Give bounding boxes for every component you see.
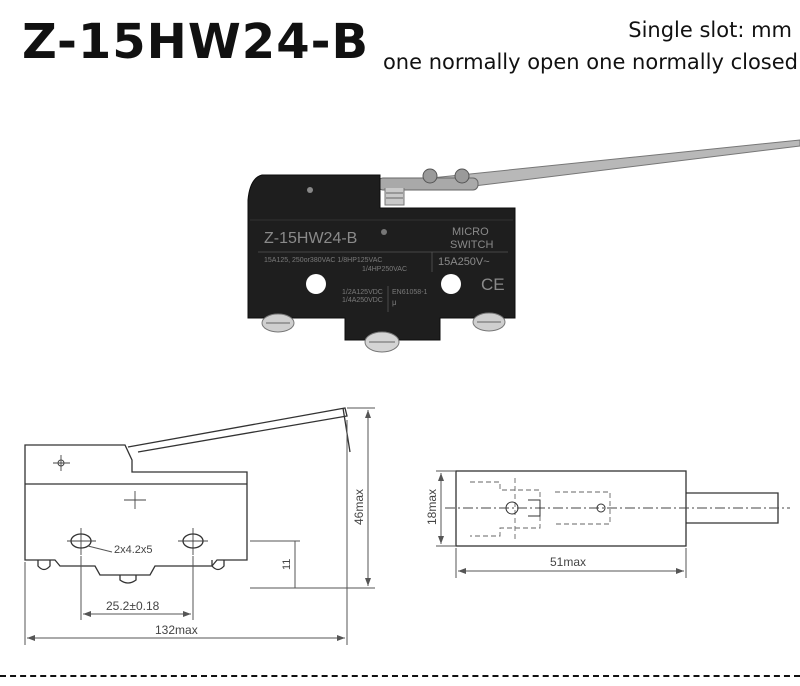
terminal-screws bbox=[261, 312, 506, 353]
length-dimension-label: 132max bbox=[155, 623, 198, 637]
height-dimension-label: 46max bbox=[352, 489, 366, 525]
top-length-dimension-label: 51max bbox=[550, 555, 586, 569]
body-rating-ac: 15A125, 250or380VAC 1/8HP125VAC bbox=[264, 257, 382, 264]
spacing-dimension-label: 25.2±0.18 bbox=[106, 599, 160, 613]
body-model-label: Z-15HW24-B bbox=[264, 230, 357, 247]
body-rating-dc-2: 1/4A250VDC bbox=[342, 297, 383, 304]
switch-body bbox=[247, 174, 516, 341]
width-dimension-label: 18max bbox=[425, 489, 439, 525]
body-rating-ac-2: 1/4HP250VAC bbox=[362, 266, 407, 273]
bottom-divider bbox=[0, 675, 800, 677]
body-rating-main: 15A250V~ bbox=[438, 256, 490, 268]
body-standard: EN61058-1 bbox=[392, 289, 428, 296]
product-title: Z-15HW24-B bbox=[22, 14, 370, 70]
spec-contact-note: one normally open one normally closed bbox=[382, 50, 798, 74]
hole-dimension-label: 2x4.2x5 bbox=[114, 544, 153, 556]
body-brand-line-2: SWITCH bbox=[450, 239, 493, 251]
small-height-label: 11 bbox=[281, 559, 293, 570]
body-mu-mark: μ bbox=[392, 298, 397, 307]
body-brand-line-1: MICRO bbox=[452, 226, 489, 238]
body-ce-mark: CE bbox=[481, 275, 505, 294]
spec-unit-note: Single slot: mm bbox=[628, 18, 792, 42]
body-rating-dc-1: 1/2A125VDC bbox=[342, 289, 383, 296]
